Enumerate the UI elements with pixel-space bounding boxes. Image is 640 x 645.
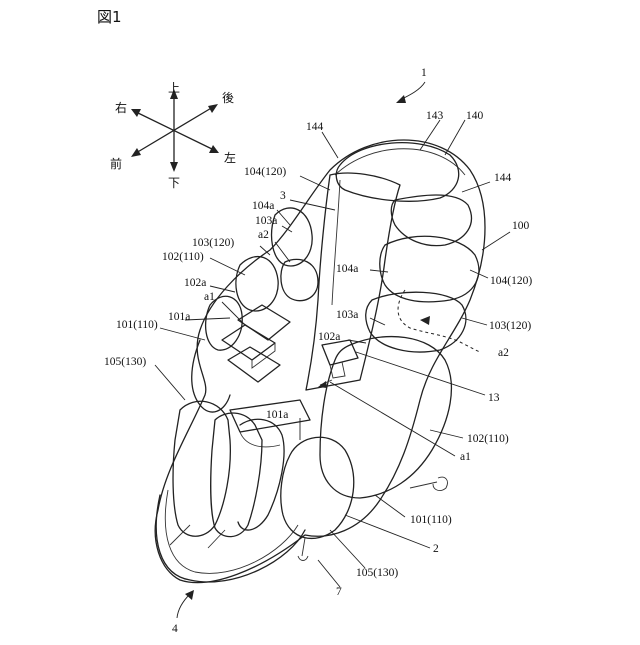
ref-105-130-bottom: 105(130) [356, 567, 398, 579]
ref-104a-top: 104a [252, 200, 274, 212]
ref-105-130-left: 105(130) [104, 356, 146, 368]
ref-3: 3 [280, 190, 286, 202]
ref-2: 2 [433, 543, 439, 555]
ref-143: 143 [426, 110, 444, 122]
arm-cushions-right [281, 337, 452, 561]
ref-103-120-left: 103(120) [192, 237, 234, 249]
direction-rear-label: 後 [222, 91, 234, 105]
ref-101a-left: 101a [168, 311, 190, 323]
head-cushion-143 [336, 143, 471, 246]
ref-103a-top: 103a [255, 215, 277, 227]
ref-102a-left: 102a [184, 277, 206, 289]
ref-104-120-top: 104(120) [244, 166, 286, 178]
ref-13: 13 [488, 392, 500, 404]
ref-103a-mid: 103a [336, 309, 358, 321]
direction-compass: 上 下 右 後 前 左 [110, 81, 236, 190]
ref-a1-right: a1 [460, 451, 471, 463]
ref-103-120-right: 103(120) [489, 320, 531, 332]
ref-101-110-left: 101(110) [116, 319, 158, 331]
controller-13 [318, 340, 358, 388]
ref-104-120-right: 104(120) [490, 275, 532, 287]
direction-left-label: 左 [224, 150, 236, 165]
ref-101a-bottom: 101a [266, 409, 288, 421]
ref-a2-top: a2 [258, 229, 269, 241]
ref-140: 140 [466, 110, 484, 122]
airbag-pads [222, 305, 290, 382]
figure-title: 図1 [97, 6, 122, 27]
back-cushions-right [366, 236, 480, 352]
ref-4: 4 [172, 623, 178, 635]
ref-a1-left: a1 [204, 291, 215, 303]
direction-right-label: 右 [115, 100, 127, 115]
ref-101-110-right: 101(110) [410, 514, 452, 526]
ref-102-110-right: 102(110) [467, 433, 509, 445]
backrest [306, 173, 400, 390]
ref-1: 1 [421, 67, 427, 79]
direction-down-label: 下 [168, 176, 180, 190]
ref-102a-mid: 102a [318, 331, 340, 343]
direction-up-label: 上 [168, 81, 180, 95]
direction-front-label: 前 [110, 156, 122, 171]
ref-a2-right: a2 [498, 347, 509, 359]
ref-7: 7 [336, 586, 342, 598]
leader-lines [155, 82, 510, 618]
ref-100: 100 [512, 220, 530, 232]
ref-144-top: 144 [306, 121, 324, 133]
ref-104a-mid: 104a [336, 263, 358, 275]
leg-rest-4 [170, 401, 284, 548]
ref-102-110-left: 102(110) [162, 251, 204, 263]
ref-144-right: 144 [494, 172, 512, 184]
reference-labels: 1 143 140 144 144 104(120) 3 104a 103a a… [104, 67, 532, 635]
